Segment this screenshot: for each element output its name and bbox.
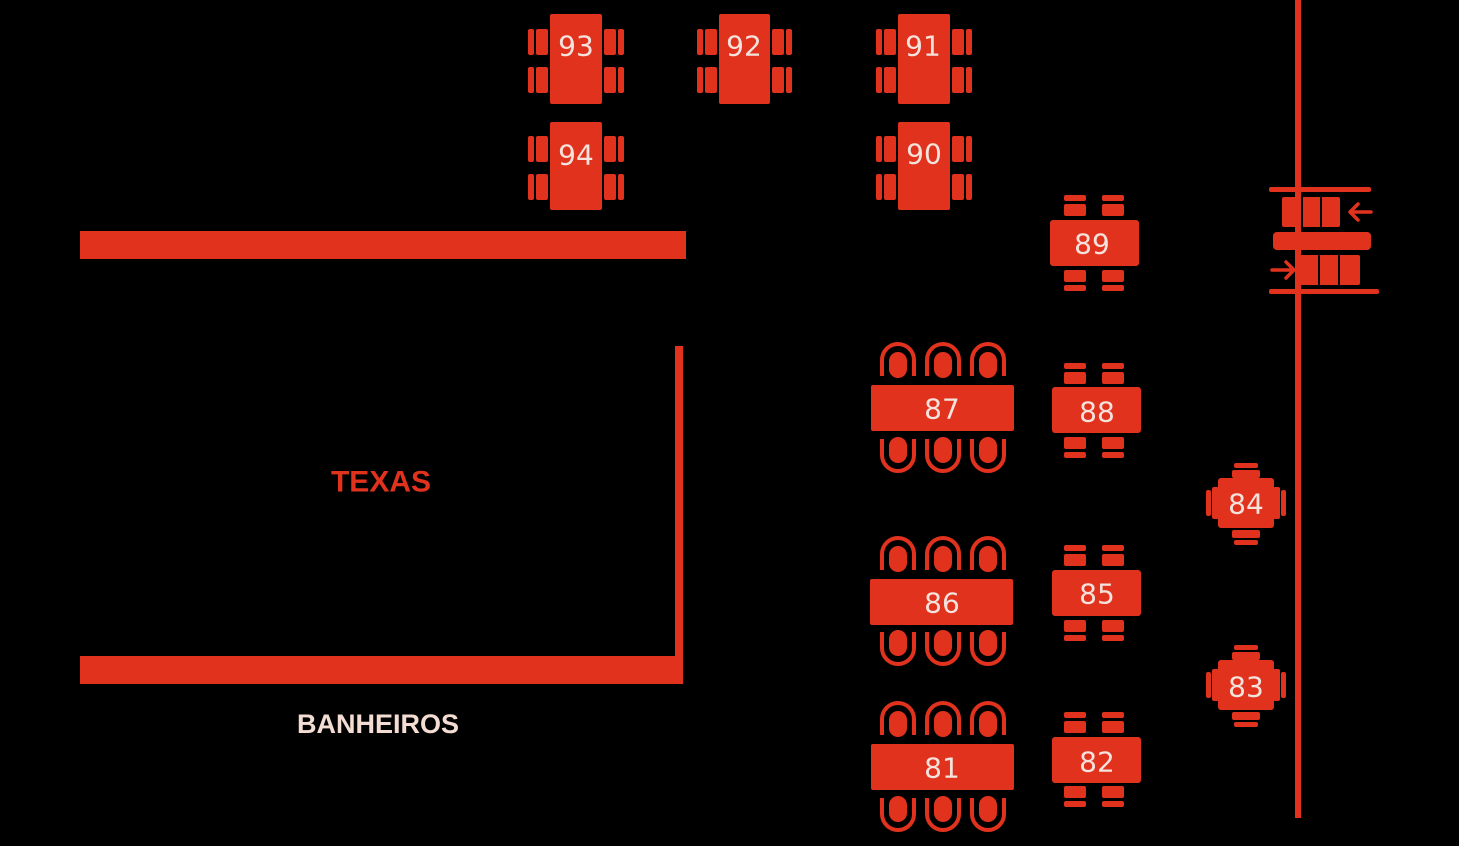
table-92[interactable]: 92 [697, 14, 792, 104]
table-93[interactable]: 93 [528, 14, 624, 104]
table-91[interactable]: 91 [876, 14, 972, 104]
arrow-right-icon [1270, 260, 1296, 280]
table-86[interactable]: 86 [870, 536, 1013, 666]
table-81-label: 81 [924, 752, 960, 785]
table-90-label: 90 [906, 138, 942, 171]
wall-top [80, 231, 686, 259]
walls [80, 0, 1301, 818]
table-85-label: 85 [1079, 578, 1115, 611]
table-81[interactable]: 81 [871, 701, 1014, 832]
zone-label-texas: TEXAS [331, 466, 431, 499]
zone-label-banheiros: BANHEIROS [297, 709, 459, 739]
wall-vertical [675, 346, 683, 684]
table-91-label: 91 [905, 30, 941, 63]
table-93-label: 93 [558, 30, 594, 63]
wall-bottom [80, 656, 683, 684]
table-90[interactable]: 90 [876, 122, 972, 210]
wall-right-line [1295, 0, 1301, 818]
table-84-label: 84 [1228, 488, 1264, 521]
table-88[interactable]: 88 [1052, 363, 1141, 458]
table-82[interactable]: 82 [1052, 712, 1141, 807]
table-89-label: 89 [1074, 228, 1110, 261]
entrance-door [1269, 187, 1379, 294]
table-85[interactable]: 85 [1052, 545, 1141, 641]
table-82-label: 82 [1079, 746, 1115, 779]
arrow-left-icon [1348, 202, 1373, 222]
table-94[interactable]: 94 [528, 122, 624, 210]
table-87-label: 87 [924, 393, 960, 426]
table-92-label: 92 [726, 30, 762, 63]
table-83-label: 83 [1228, 671, 1264, 704]
table-86-label: 86 [924, 587, 960, 620]
table-87[interactable]: 87 [871, 342, 1014, 473]
table-88-label: 88 [1079, 396, 1115, 429]
table-83[interactable]: 83 [1206, 645, 1286, 727]
table-89[interactable]: 89 [1050, 195, 1139, 291]
table-94-label: 94 [558, 139, 594, 172]
table-84[interactable]: 84 [1206, 463, 1286, 545]
